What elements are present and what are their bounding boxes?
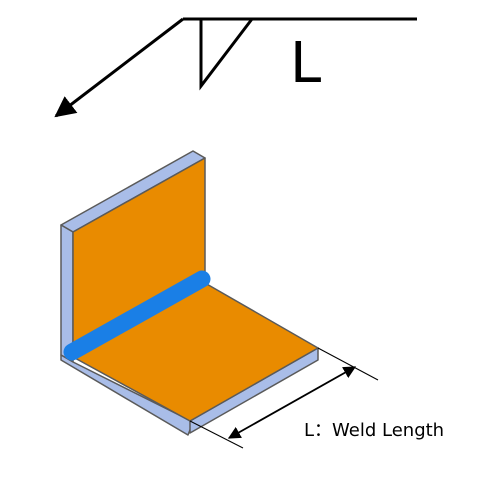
extension-line-front: [189, 420, 244, 449]
weld-length-dimension: L：Weld Length: [189, 347, 444, 449]
weld-bead: [63, 270, 211, 361]
symbol-length-letter: L: [290, 31, 321, 96]
arrow-line: [54, 17, 184, 118]
welding-symbol: L: [54, 17, 417, 118]
fillet-weld-symbol: [199, 18, 254, 91]
weld-length-label: L：Weld Length: [304, 420, 444, 441]
dimension-arrow-line: [227, 366, 357, 439]
vertical-plate-side-edge: [60, 224, 74, 363]
extension-line-back: [317, 347, 379, 381]
